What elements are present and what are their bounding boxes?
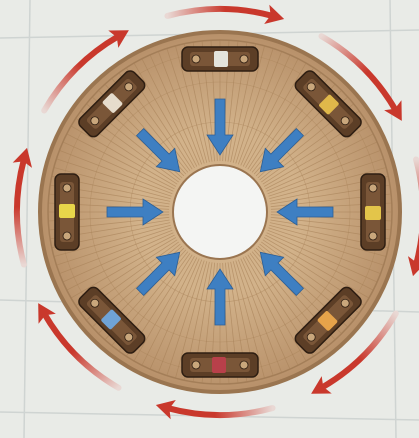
center-hole <box>173 165 267 259</box>
circular-platform <box>40 32 400 392</box>
bed-token-icon <box>361 174 385 250</box>
bed-token-icon <box>55 174 79 250</box>
bed-token-icon <box>182 353 258 377</box>
bed-token-icon <box>182 47 258 71</box>
